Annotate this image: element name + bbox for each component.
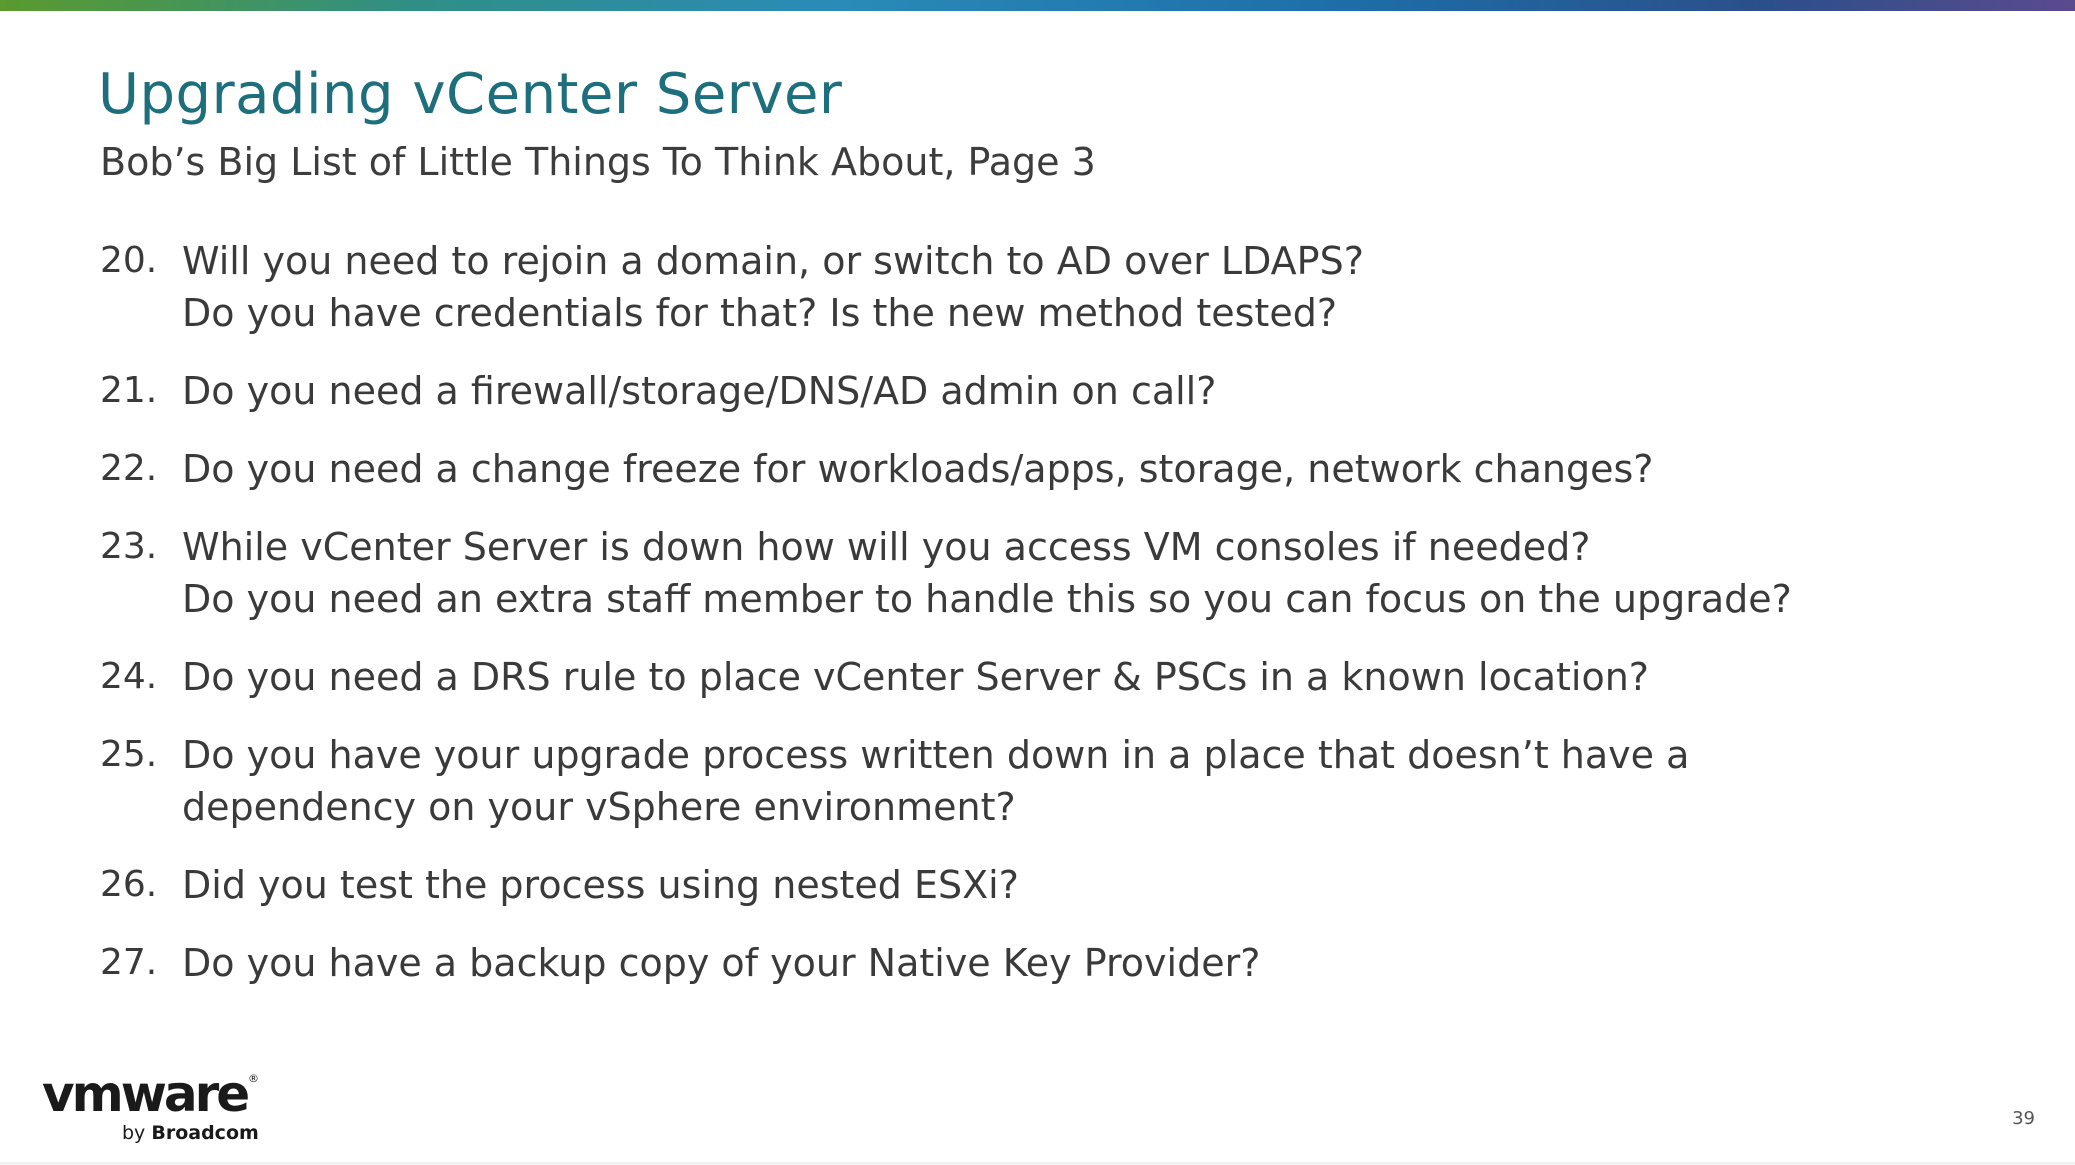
item-text: Will you need to rejoin a domain, or swi… xyxy=(182,235,2000,339)
item-number: 24. xyxy=(100,656,158,697)
slide-title: Upgrading vCenter Server xyxy=(98,62,843,127)
item-line: Do you need a firewall/storage/DNS/AD ad… xyxy=(182,369,1217,413)
list-item: 21. Do you need a firewall/storage/DNS/A… xyxy=(100,365,2000,417)
item-text: Did you test the process using nested ES… xyxy=(182,859,2000,911)
item-line: Do you need a change freeze for workload… xyxy=(182,447,1654,491)
list-item: 23. While vCenter Server is down how wil… xyxy=(100,521,2000,625)
item-number: 25. xyxy=(100,734,158,775)
item-line: Do you have credentials for that? Is the… xyxy=(182,291,1337,335)
item-number: 22. xyxy=(100,448,158,489)
item-line: While vCenter Server is down how will yo… xyxy=(182,525,1591,569)
item-line: Do you need an extra staff member to han… xyxy=(182,577,1792,621)
item-number: 21. xyxy=(100,370,158,411)
list-item: 24. Do you need a DRS rule to place vCen… xyxy=(100,651,2000,703)
list-item: 25. Do you have your upgrade process wri… xyxy=(100,729,2000,833)
item-number: 23. xyxy=(100,526,158,567)
item-number: 27. xyxy=(100,942,158,983)
list-item: 22. Do you need a change freeze for work… xyxy=(100,443,2000,495)
list-item: 26. Did you test the process using neste… xyxy=(100,859,2000,911)
logo-by-prefix: by xyxy=(122,1122,146,1144)
item-number: 26. xyxy=(100,864,158,905)
item-line: Did you test the process using nested ES… xyxy=(182,863,1019,907)
checklist: 20. Will you need to rejoin a domain, or… xyxy=(100,235,2000,1015)
bottom-divider xyxy=(0,1162,2075,1165)
list-item: 20. Will you need to rejoin a domain, or… xyxy=(100,235,2000,339)
registered-mark: ® xyxy=(248,1072,259,1085)
item-text: Do you need a firewall/storage/DNS/AD ad… xyxy=(182,365,2000,417)
item-line: Do you have a backup copy of your Native… xyxy=(182,941,1261,985)
logo-wordmark: vmware xyxy=(42,1065,250,1123)
item-text: Do you have a backup copy of your Native… xyxy=(182,937,2000,989)
logo-company: Broadcom xyxy=(151,1122,259,1144)
item-number: 20. xyxy=(100,240,158,281)
list-item: 27. Do you have a backup copy of your Na… xyxy=(100,937,2000,989)
item-text: Do you have your upgrade process written… xyxy=(182,729,2000,833)
item-line: Will you need to rejoin a domain, or swi… xyxy=(182,239,1364,283)
page-number: 39 xyxy=(2012,1108,2035,1129)
item-text: While vCenter Server is down how will yo… xyxy=(182,521,2000,625)
item-line: Do you need a DRS rule to place vCenter … xyxy=(182,655,1649,699)
logo-byline: by Broadcom xyxy=(122,1122,259,1144)
item-text: Do you need a change freeze for workload… xyxy=(182,443,2000,495)
item-text: Do you need a DRS rule to place vCenter … xyxy=(182,651,2000,703)
item-line: dependency on your vSphere environment? xyxy=(182,785,1016,829)
slide-subtitle: Bob’s Big List of Little Things To Think… xyxy=(100,140,1096,184)
top-gradient-bar xyxy=(0,0,2075,11)
item-line: Do you have your upgrade process written… xyxy=(182,733,1690,777)
vmware-by-broadcom-logo: vmware ® by Broadcom xyxy=(42,1068,282,1148)
